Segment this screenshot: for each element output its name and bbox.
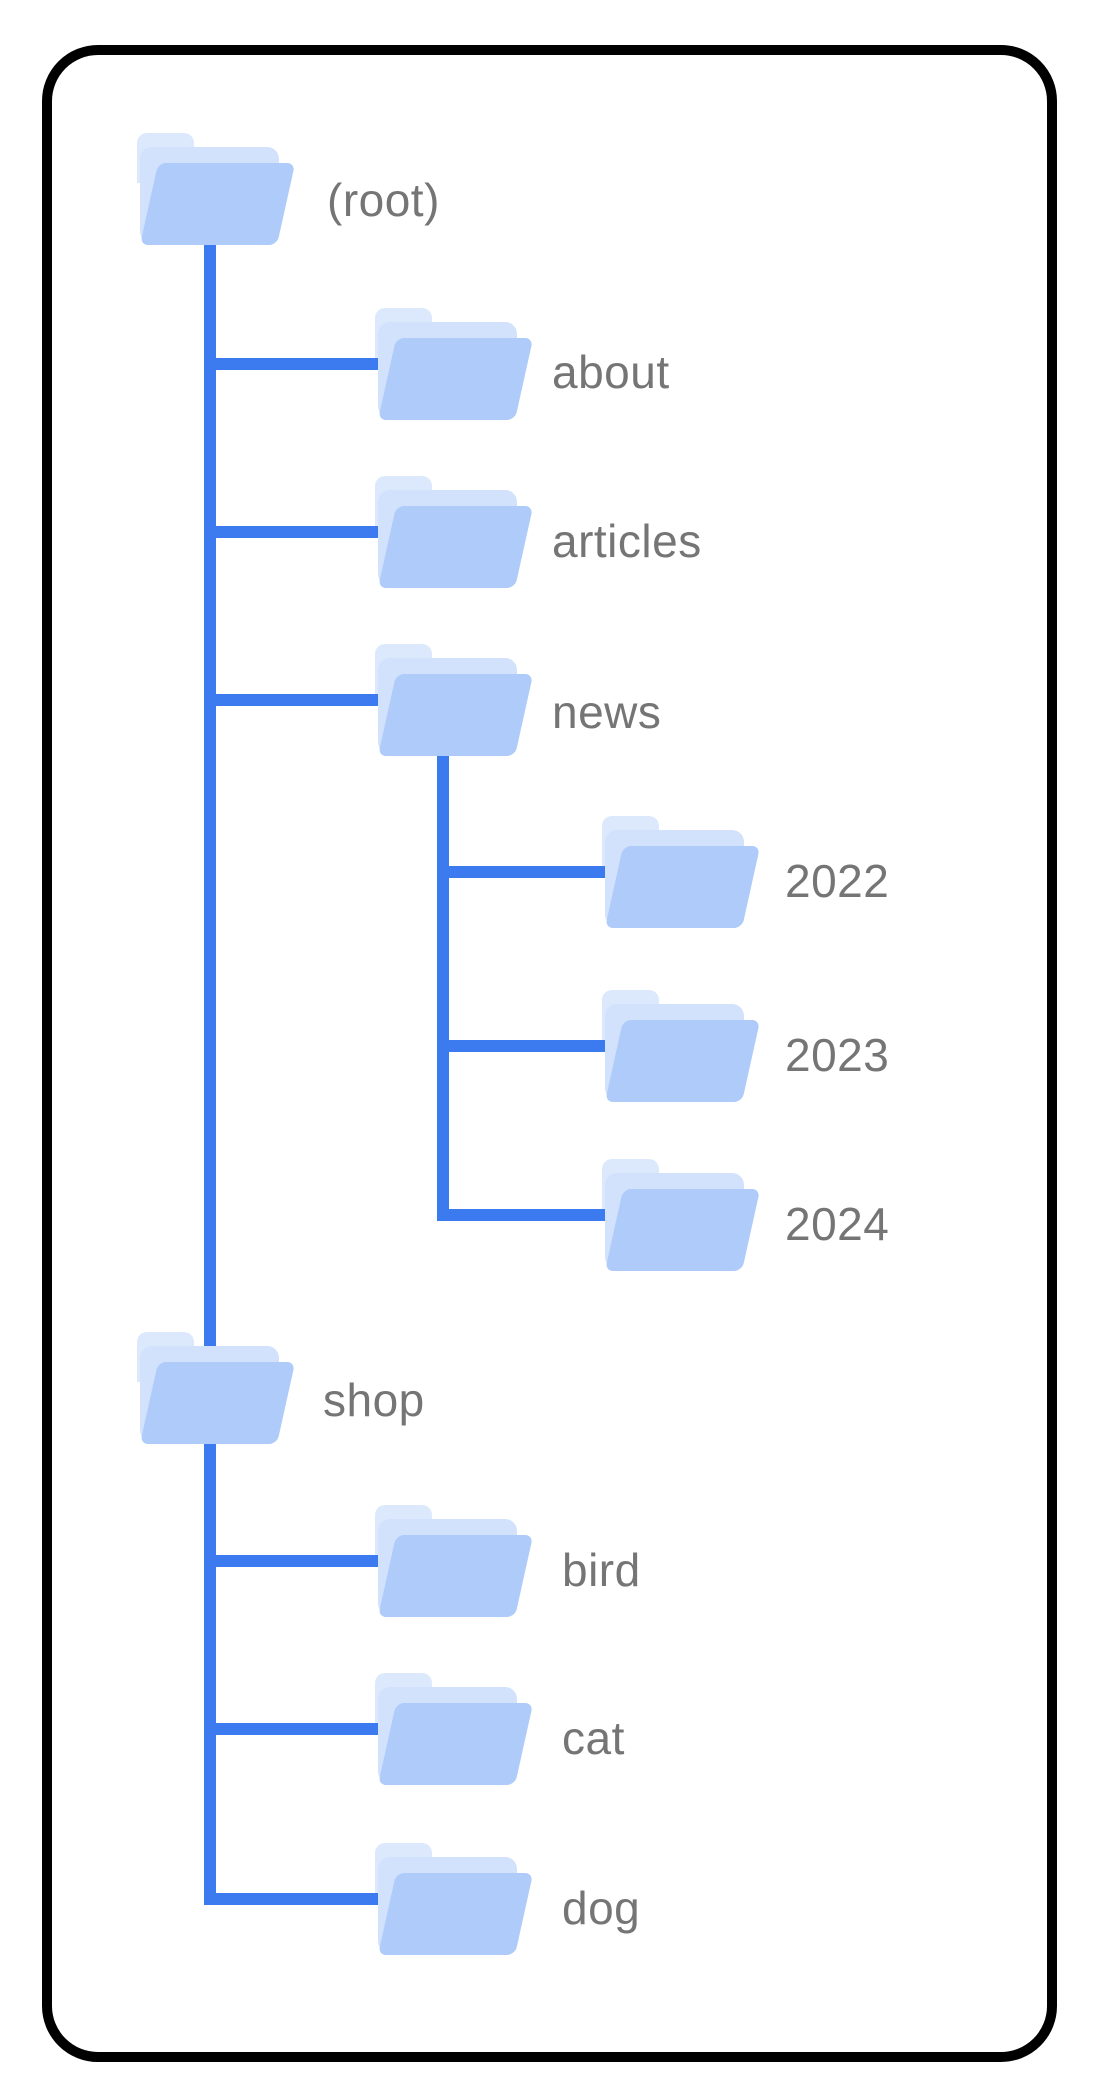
label-bird: bird [562,1544,641,1596]
label-about: about [552,346,670,398]
label-root: (root) [327,174,440,226]
label-2023: 2023 [785,1029,890,1081]
connector-branch-2022 [437,866,612,878]
folder-front-panel [140,163,296,245]
folder-icon-shop [137,1332,296,1444]
connector-branch-about [204,358,384,370]
label-2022: 2022 [785,855,890,907]
folder-icon-news [375,644,534,756]
connector-branch-2023 [437,1040,612,1052]
folder-icon-about [375,308,534,420]
folder-icon-2022 [602,816,761,928]
connector-trunk-root [204,240,216,1905]
label-2024: 2024 [785,1198,890,1250]
connector-branch-articles [204,526,384,538]
label-shop: shop [323,1374,425,1426]
folder-front-panel [605,846,761,928]
label-articles: articles [552,515,702,567]
diagram-card [42,45,1057,2062]
label-cat: cat [562,1712,625,1764]
connector-branch-news [204,694,384,706]
folder-icon-articles [375,476,534,588]
label-dog: dog [562,1882,641,1934]
connector-branch-cat [204,1723,384,1735]
connector-branch-dog [204,1893,384,1905]
connector-branch-2024 [437,1209,612,1221]
folder-icon-dog [375,1843,534,1955]
folder-front-panel [378,338,534,420]
folder-front-panel [140,1362,296,1444]
connector-branch-bird [204,1555,384,1567]
folder-front-panel [378,506,534,588]
folder-front-panel [378,1873,534,1955]
connector-trunk-news [437,750,449,1221]
label-news: news [552,686,662,738]
folder-icon-bird [375,1505,534,1617]
folder-icon-root [137,133,296,245]
folder-icon-2023 [602,990,761,1102]
folder-icon-2024 [602,1159,761,1271]
folder-front-panel [605,1189,761,1271]
folder-front-panel [378,674,534,756]
folder-front-panel [605,1020,761,1102]
folder-front-panel [378,1535,534,1617]
folder-icon-cat [375,1673,534,1785]
folder-front-panel [378,1703,534,1785]
